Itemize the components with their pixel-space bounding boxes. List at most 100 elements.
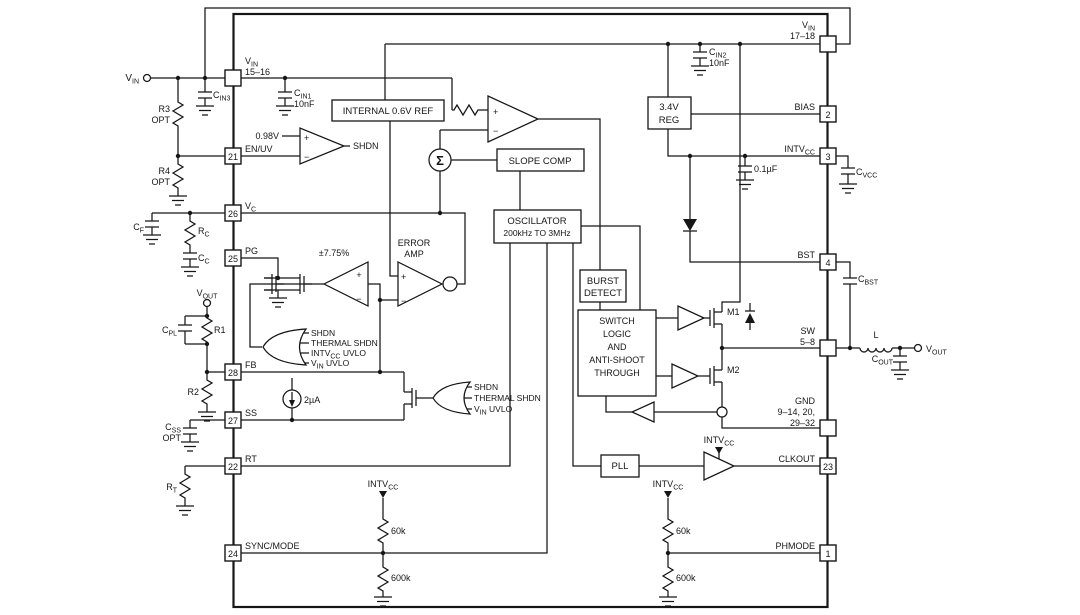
burst-detect-block [579, 269, 627, 303]
summing-sigma: Σ [436, 153, 444, 168]
intvcc-right-divider-label: INTVCC [653, 479, 684, 492]
ground-r4 [168, 195, 188, 206]
switch-logic-block [577, 309, 657, 397]
bst-diode [683, 219, 697, 231]
pin-intvcc-label: INTVCC [784, 144, 815, 157]
pin-rt-label: RT [245, 454, 257, 464]
cin1-value: 10nF [294, 99, 315, 109]
pin-box-rt [224, 457, 242, 475]
gnd-sense-inverter [630, 401, 655, 423]
rc-label: RC [198, 226, 210, 239]
cin3-label: CIN3 [213, 90, 231, 103]
ground-divider-left [373, 596, 393, 607]
r1-label: R1 [214, 325, 226, 335]
pin-box-gnd [819, 419, 837, 437]
pin-24-number: 24 [228, 549, 238, 559]
wires [151, 7, 914, 597]
pin-box-ss [224, 411, 242, 429]
capacitor-cpl [177, 324, 193, 332]
pin-28-number: 28 [228, 368, 238, 378]
intvcc-arrow-right-divider [664, 491, 672, 498]
pin-vin-left-range: 15–16 [245, 67, 270, 77]
resistor-60k-left [377, 516, 389, 546]
capacitor-cin1 [277, 91, 293, 99]
pll-block [600, 454, 640, 478]
ground-cf [142, 234, 162, 245]
oscillator-block [493, 209, 582, 244]
r600k-left-label: 600k [391, 573, 411, 583]
ss-current-arrow [289, 400, 295, 407]
cf-label: CF [133, 222, 144, 235]
pwm-comp-minus: − [493, 126, 498, 136]
m1-label: M1 [727, 307, 740, 317]
vin-terminal [142, 73, 152, 83]
ground-cin1 [275, 105, 295, 116]
internal-ref-block [331, 99, 445, 122]
en-comp-minus: − [304, 152, 309, 162]
r4-label: R4 [158, 166, 170, 176]
rt-ext-label: RT [166, 482, 178, 495]
vout-left-label: VOUT [197, 288, 219, 301]
pin-phmode-label: PHMODE [775, 541, 815, 551]
pin-vc-label: VC [245, 201, 256, 214]
pin-box-vin-right [819, 35, 837, 53]
reg-text-2: REG [659, 115, 680, 126]
mosfet-m2 [701, 365, 723, 387]
ic-outline [232, 12, 829, 609]
vout-right-label: VOUT [926, 344, 948, 357]
pin-2-number: 2 [825, 110, 830, 120]
pin-vin-left-name: VIN [245, 56, 258, 69]
intvcc-left-divider-label: INTVCC [368, 479, 399, 492]
cvcc-label: CVCC [856, 167, 877, 180]
pin-box-en [224, 147, 242, 165]
cap-01uf-label: 0.1µF [754, 164, 778, 174]
ground-01uf [735, 179, 755, 190]
pin-ss-label: SS [245, 408, 257, 418]
en-comp-plus: + [304, 133, 309, 143]
pin-en-label: EN/UV [245, 144, 273, 154]
intvcc-arrow-clkout [715, 447, 723, 454]
pin-box-bias [819, 105, 837, 123]
window-comp-plus: + [356, 270, 361, 280]
pin-box-sw [819, 339, 837, 357]
pin-box-phmode [819, 544, 837, 562]
ground-css [180, 441, 200, 452]
window-comp-minus: − [356, 294, 361, 304]
logic-text-2: LOGIC [603, 329, 632, 339]
ground-cin2 [690, 65, 710, 76]
pin-clkout-label: CLKOUT [778, 454, 815, 464]
reg-3v4-block [647, 96, 692, 130]
capacitor-cc [182, 252, 198, 260]
r3-label: R3 [158, 104, 170, 114]
ground-cout [890, 369, 910, 380]
burst-text-2: DETECT [584, 288, 622, 299]
pg-window-comparator [322, 260, 369, 308]
resistor-r2 [201, 377, 213, 407]
resistor-r4 [172, 161, 184, 191]
en-comparator [299, 127, 346, 165]
resistor-rt [179, 471, 191, 501]
pin-box-bst [819, 253, 837, 271]
summing-node [428, 148, 452, 172]
css-opt-label: OPT [162, 433, 181, 443]
r3-opt-label: OPT [151, 115, 170, 125]
pin-vin-right-name: VIN [802, 20, 815, 33]
capacitor-css [182, 427, 198, 435]
capacitor-cin2 [692, 51, 708, 59]
capacitor-cvcc [840, 167, 856, 175]
pin-box-intvcc [819, 147, 837, 165]
cin2-label: CIN2 [709, 47, 727, 60]
pin-26-number: 26 [228, 209, 238, 219]
logic-text-1: SWITCH [599, 316, 635, 326]
pin-fb-label: FB [245, 360, 257, 370]
pin-box-pg [224, 249, 242, 267]
pin-sw-label: SW [801, 326, 816, 336]
ground-pg [268, 297, 288, 308]
pin-4-number: 4 [825, 258, 830, 268]
ground-divider-right [658, 596, 678, 607]
ground-cvcc [838, 183, 858, 194]
resistor-600k-left [377, 564, 389, 594]
en-ref-label: 0.98V [255, 131, 279, 141]
resistor-rc [184, 218, 196, 248]
